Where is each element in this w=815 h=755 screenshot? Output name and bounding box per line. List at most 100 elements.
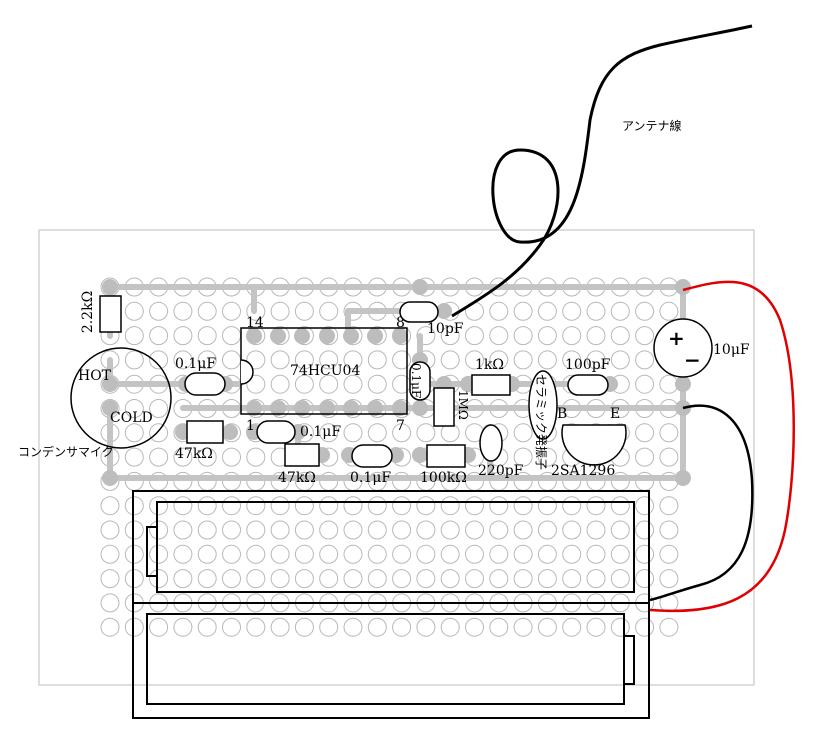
board-hole: [246, 447, 266, 467]
board-hole: [440, 326, 460, 346]
board-hole: [173, 350, 193, 370]
board-hole: [149, 423, 169, 443]
board-hole: [197, 617, 217, 637]
board-hole: [294, 617, 314, 637]
board-hole: [416, 544, 436, 564]
board-hole: [659, 544, 679, 564]
board-hole: [537, 350, 557, 370]
board-hole: [367, 617, 387, 637]
board-hole: [294, 544, 314, 564]
board-hole: [319, 350, 339, 370]
board-hole: [610, 520, 630, 540]
board-hole: [610, 301, 630, 321]
board-hole: [246, 374, 266, 394]
board-hole: [222, 447, 241, 467]
board-hole: [513, 301, 533, 321]
board-hole: [197, 326, 217, 346]
board-hole: [465, 326, 484, 346]
board-hole: [635, 544, 655, 564]
board-hole: [197, 301, 217, 321]
condenser-microphone: [70, 347, 172, 449]
board-hole: [222, 569, 241, 589]
label-microphone: コンデンサマイク: [18, 444, 114, 459]
board-hole: [610, 544, 630, 564]
board-hole: [222, 301, 241, 321]
board-hole: [367, 569, 387, 589]
solder-pad: [392, 400, 408, 416]
capacitor-100pf: [567, 374, 609, 396]
board-hole: [270, 617, 290, 637]
board-hole: [562, 520, 582, 540]
label-pin1: 1: [246, 418, 255, 434]
board-hole: [343, 350, 363, 370]
board-hole: [586, 326, 606, 346]
label-resistor-1k: 1kΩ: [475, 357, 504, 373]
solder-pad: [294, 400, 310, 416]
solder-pad: [436, 303, 452, 319]
board-hole: [124, 617, 144, 637]
board-hole: [246, 617, 266, 637]
solder-pad: [294, 328, 310, 344]
board-hole: [440, 569, 460, 589]
board-hole: [100, 496, 120, 516]
resistor-2-2k: [99, 295, 122, 333]
solder-pad: [222, 424, 238, 440]
board-hole: [222, 496, 241, 516]
label-resistor-2-2k: 2.2kΩ: [80, 291, 96, 333]
solder-pad: [412, 279, 428, 295]
board-hole: [416, 326, 436, 346]
board-hole: [440, 350, 460, 370]
resistor-47k-a: [186, 420, 224, 444]
board-hole: [100, 544, 120, 564]
label-capacitor-10uf: 10μF: [713, 342, 750, 358]
board-hole: [635, 326, 655, 346]
board-hole: [586, 569, 606, 589]
board-hole: [270, 496, 290, 516]
ic-notch: [240, 359, 254, 385]
board-hole: [343, 496, 363, 516]
board-hole: [586, 496, 606, 516]
solder-pad: [246, 328, 262, 344]
board-hole: [513, 617, 533, 637]
board-hole: [586, 350, 606, 370]
board-hole: [416, 496, 436, 516]
solder-pad: [675, 470, 691, 486]
board-hole: [173, 544, 193, 564]
board-hole: [392, 520, 412, 540]
black-power-wire: [649, 404, 754, 602]
board-hole: [513, 326, 533, 346]
board-hole: [294, 350, 314, 370]
board-hole: [222, 617, 241, 637]
board-hole: [294, 569, 314, 589]
board-hole: [586, 520, 606, 540]
board-hole: [610, 569, 630, 589]
minus-sign: −: [684, 348, 701, 372]
label-pin14: 14: [246, 315, 264, 331]
board-hole: [537, 301, 557, 321]
label-capacitor-0-1uf-a: 0.1μF: [175, 356, 216, 372]
board-hole: [513, 447, 533, 467]
board-hole: [124, 544, 144, 564]
board-hole: [586, 544, 606, 564]
board-hole: [222, 544, 241, 564]
board-hole: [659, 617, 679, 637]
board-hole: [343, 544, 363, 564]
solder-pad: [675, 279, 691, 295]
board-hole: [197, 496, 217, 516]
board-hole: [173, 301, 193, 321]
board-hole: [270, 350, 290, 370]
solder-pad: [412, 447, 428, 463]
board-hole: [489, 569, 509, 589]
board-hole: [124, 496, 144, 516]
label-transistor-b: B: [557, 406, 567, 422]
board-hole: [465, 569, 484, 589]
board-hole: [659, 496, 679, 516]
board-hole: [440, 520, 460, 540]
board-hole: [270, 544, 290, 564]
board-hole: [635, 350, 655, 370]
board-hole: [562, 326, 582, 346]
board-hole: [343, 374, 363, 394]
red-power-wire: [649, 280, 795, 613]
board-hole: [246, 544, 266, 564]
ceramic-resonator: [528, 370, 558, 440]
